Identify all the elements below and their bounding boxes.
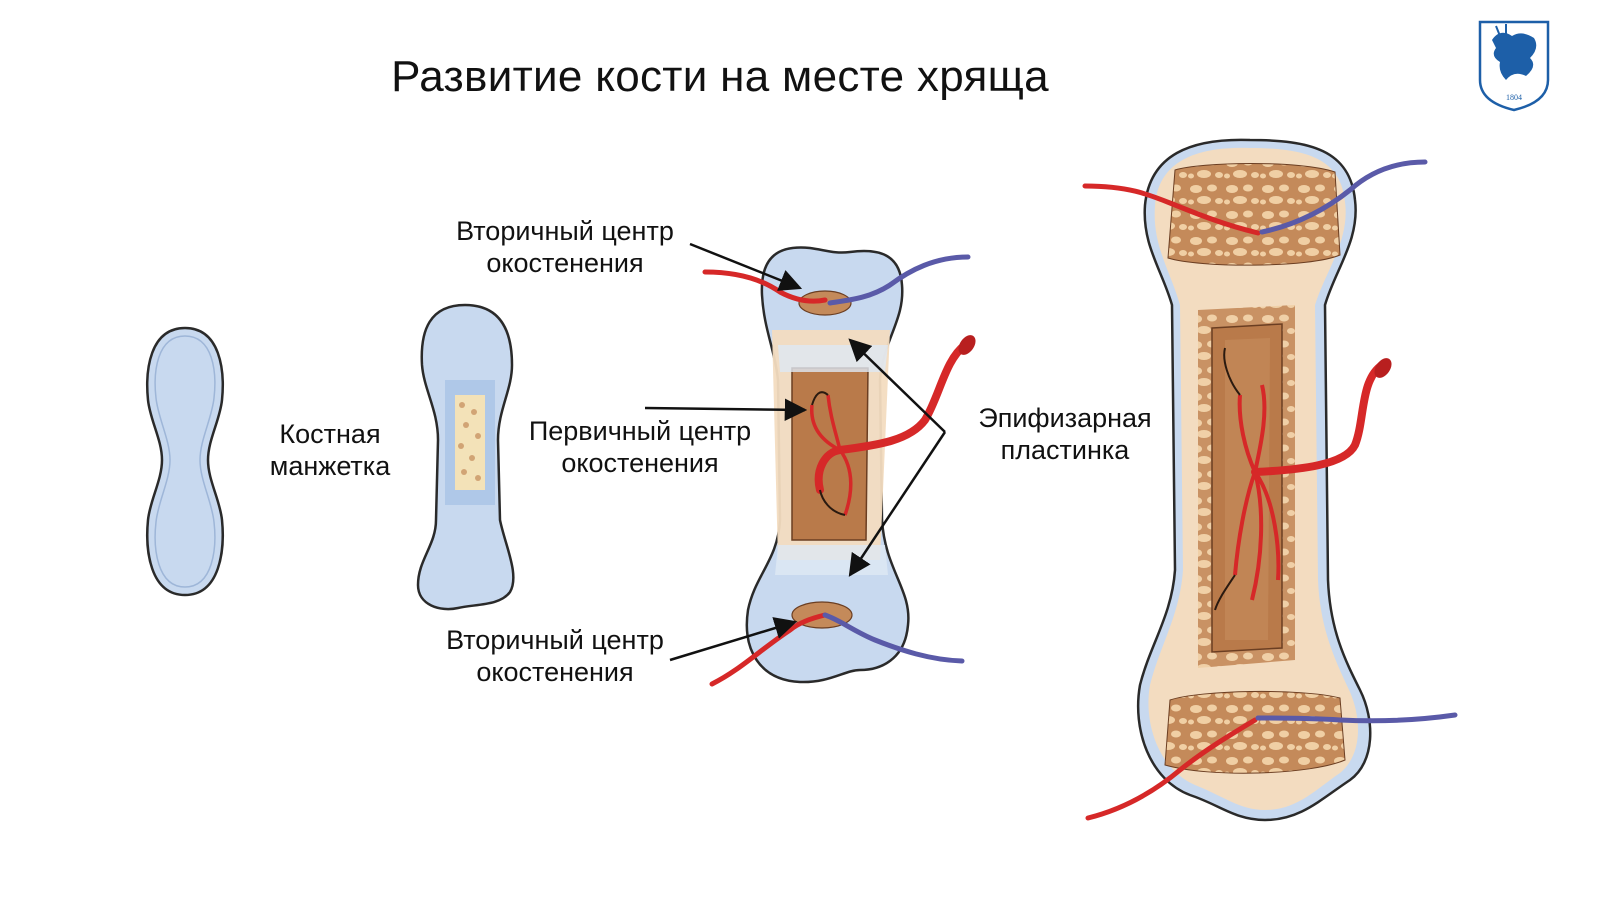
- pointer-arrows: [644, 242, 947, 662]
- label-epiphyseal-plate: Эпифизарная пластинка: [978, 403, 1152, 465]
- arrow-secondary-top: [689, 242, 803, 291]
- university-crest-icon: [1478, 20, 1550, 112]
- arrow-primary: [644, 398, 808, 421]
- arrow-secondary-bottom: [669, 617, 798, 662]
- stage-4-mature-bone: [1082, 138, 1458, 822]
- slide-title: Развитие кости на месте хряща: [391, 52, 1049, 101]
- label-secondary-center-top: Вторичный центр окостенения: [456, 216, 674, 278]
- label-primary-center: Первичный центр окостенения: [528, 416, 752, 478]
- stage-1-cartilage-model: [146, 326, 224, 597]
- logo-year: 1804: [1506, 93, 1522, 102]
- stage-2-bone-collar: [416, 303, 515, 611]
- label-bone-collar: Костная манжетка: [269, 419, 391, 481]
- label-secondary-center-bottom: Вторичный центр окостенения: [446, 625, 664, 687]
- arrow-epiphyseal-bottom: [848, 431, 947, 577]
- arrow-epiphyseal-top: [848, 338, 946, 433]
